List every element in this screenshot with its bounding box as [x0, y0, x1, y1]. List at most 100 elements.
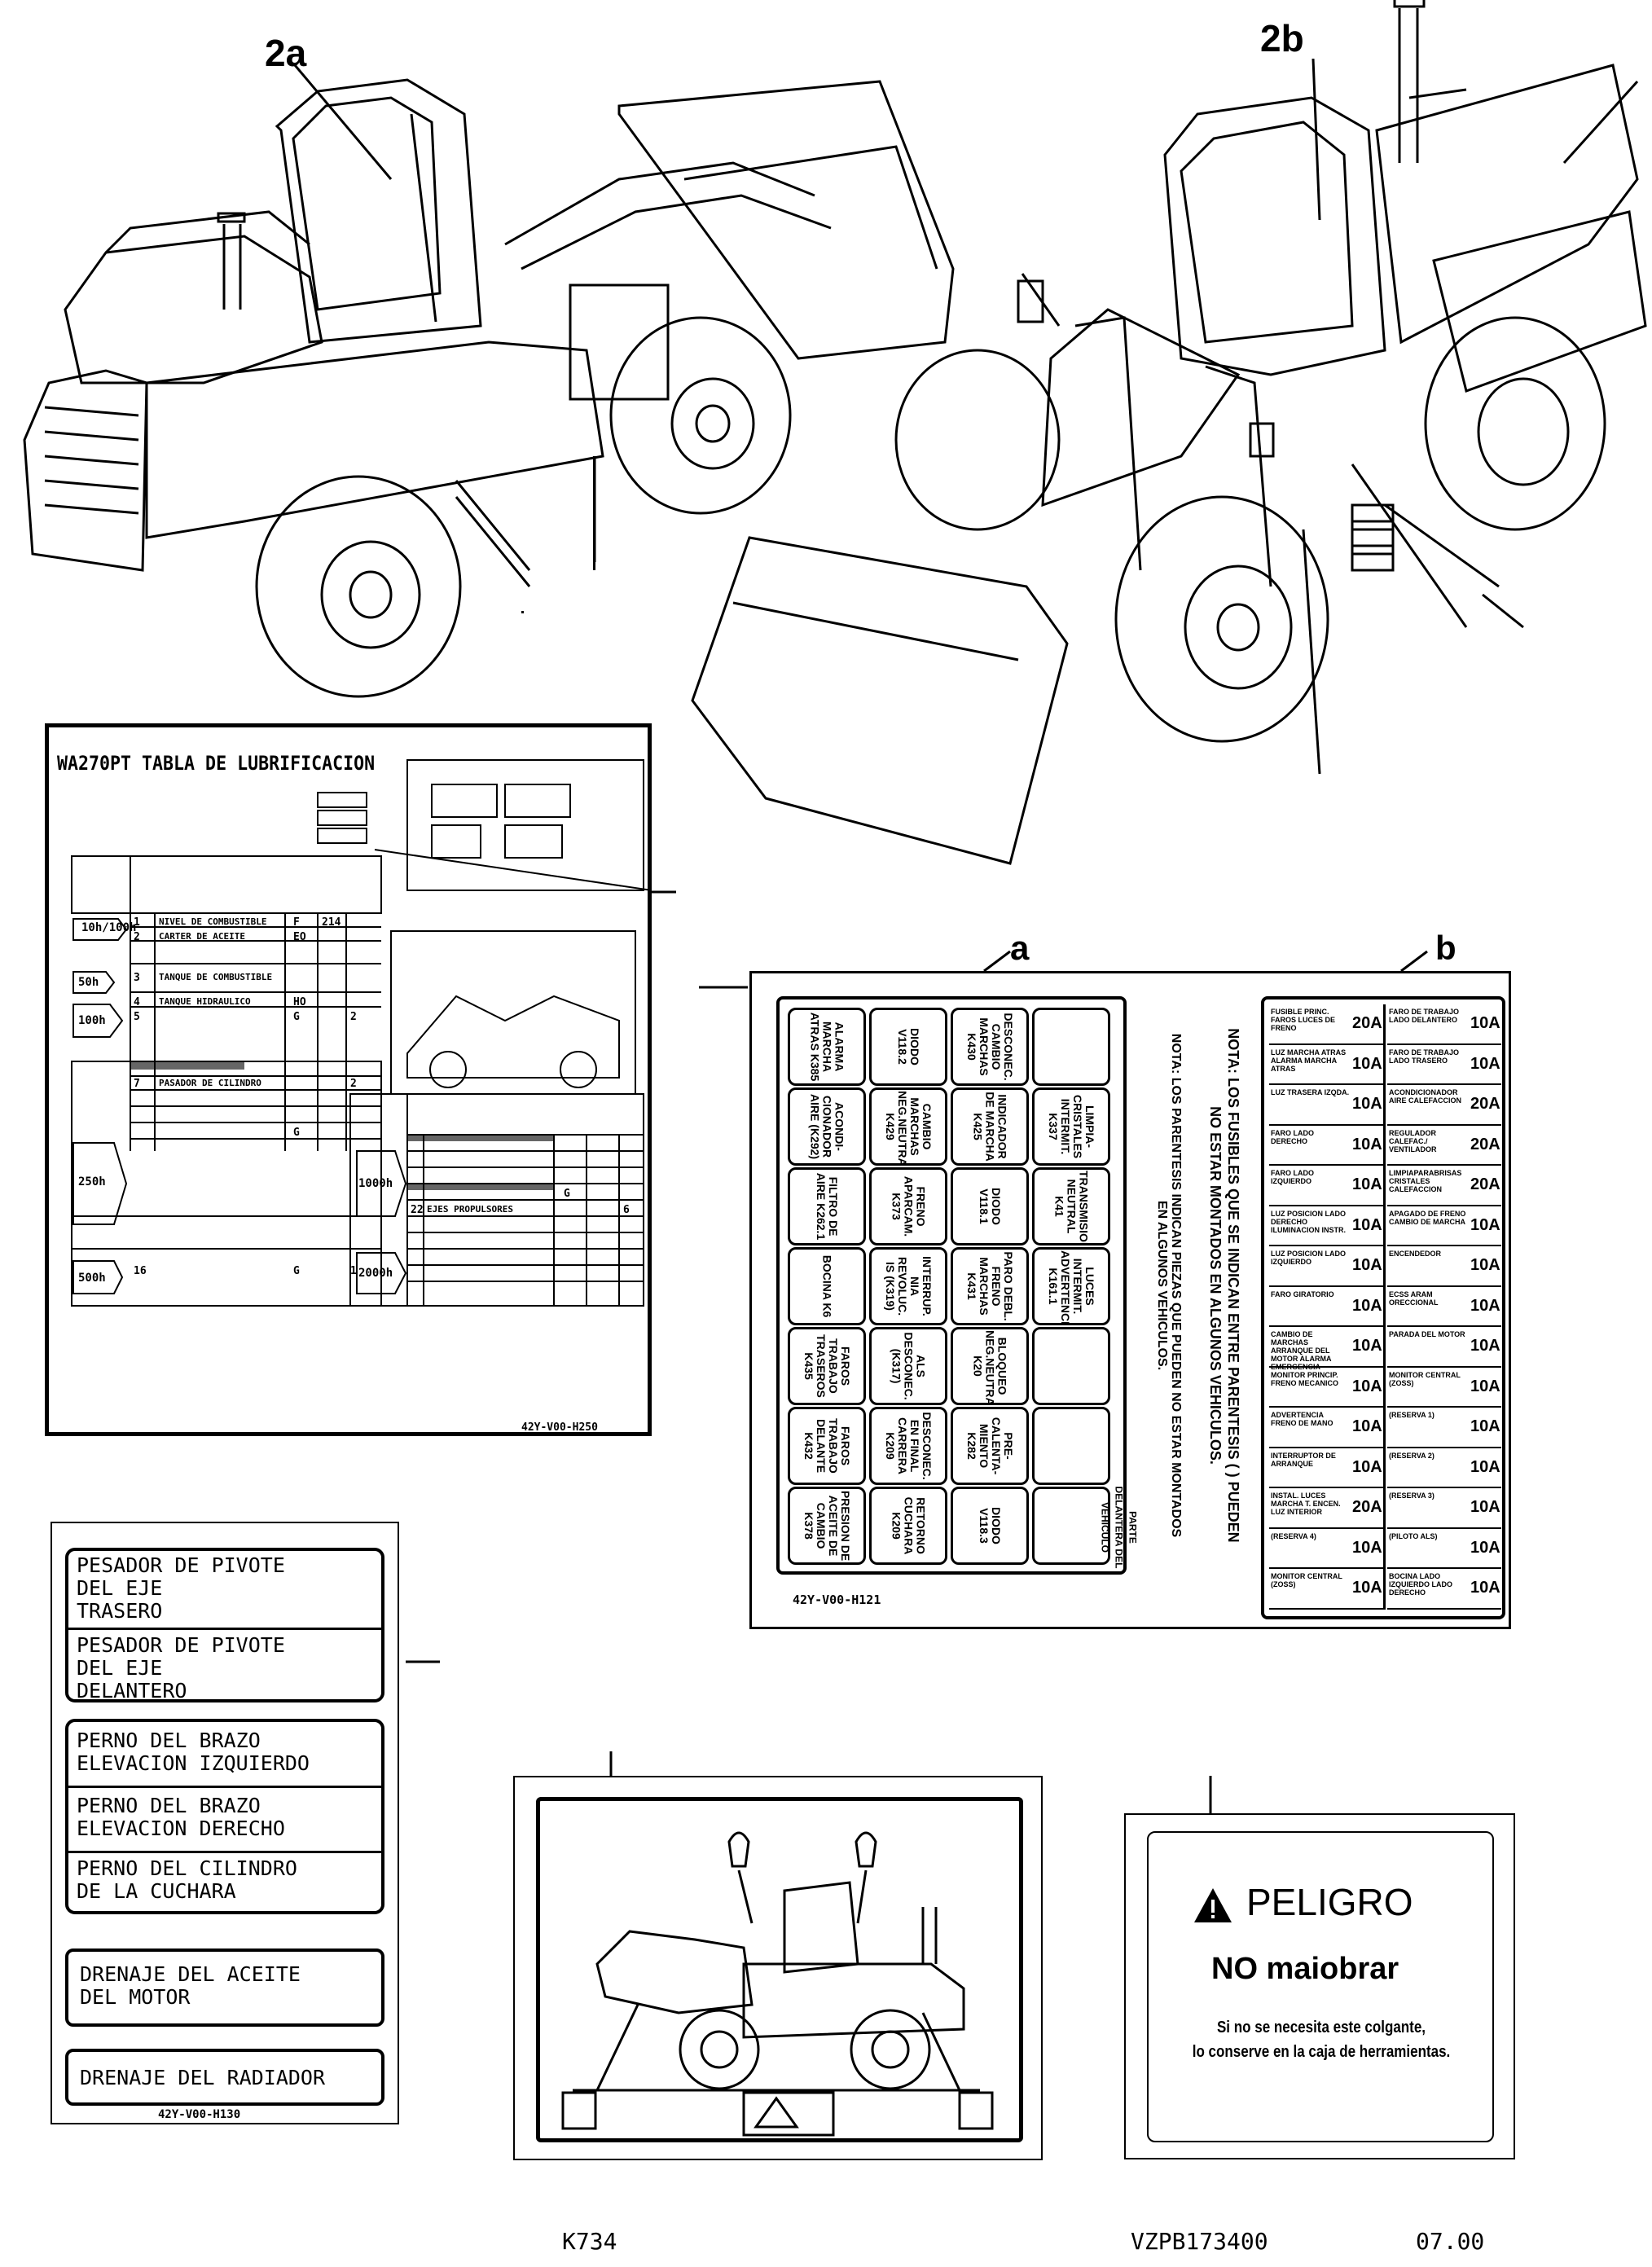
pin-plate-lift-arm-left: PERNO DEL BRAZO ELEVACION IZQUIERDO	[77, 1729, 310, 1775]
fuse-amperage: 10A	[1470, 1377, 1500, 1395]
relay-cell: FILTRO DE AIRE K262.1	[788, 1167, 866, 1246]
row-qty: 2	[350, 1011, 357, 1023]
danger-subtitle: NO maiobrar	[1211, 1952, 1399, 1986]
row-number: 3	[134, 972, 140, 984]
row-qty: 6	[623, 1204, 630, 1216]
relay-cell: LUCES INTERMIT. ADVERTENCIA K161.1	[1032, 1247, 1110, 1325]
interval-label: 50h	[78, 976, 99, 989]
fuse-amperage: 10A	[1352, 1175, 1382, 1193]
fuse-amperage: 10A	[1352, 1215, 1382, 1234]
relay-label: FILTRO DE AIRE K262.1	[815, 1172, 840, 1241]
relay-cell	[1032, 1327, 1110, 1405]
interval-label: 250h	[78, 1175, 106, 1188]
lift-point-decal	[536, 1797, 1023, 2142]
fuse-label: ENCENDEDOR	[1389, 1250, 1442, 1258]
relay-cell: DIODO V118.2	[869, 1008, 947, 1086]
fuse-label: ECSS ARAM ORECCIONAL	[1389, 1289, 1439, 1307]
pin-plate-bucket-cylinder: PERNO DEL CILINDRO DE LA CUCHARA	[77, 1856, 297, 1903]
fuse-row: CAMBIO DE MARCHAS ARRANQUE DEL MOTOR ALA…	[1269, 1327, 1386, 1371]
lube-chart-grid	[71, 759, 652, 1307]
fuse-row: FARO LADO IZQUIERDO 10A	[1269, 1166, 1386, 1206]
relay-cell: DIODO V118.1	[951, 1167, 1029, 1246]
fuse-panel-a-code: 42Y-V00-H121	[793, 1593, 881, 1607]
fuse-row: LUZ TRASERA IZQDA.10A	[1269, 1085, 1386, 1126]
footer-figure-number: K734	[562, 2228, 617, 2255]
relay-cell	[1032, 1008, 1110, 1086]
relay-cell: FRENO APARCAM. K373	[869, 1167, 947, 1246]
relay-label: LUCES INTERMIT. ADVERTENCIA K161.1	[1047, 1250, 1096, 1325]
danger-tag: PELIGRO NO maiobrar Si no se necesita es…	[1124, 1813, 1515, 2159]
relay-label: PRE- CALENTA- MIENTO K282	[965, 1417, 1015, 1475]
fuse-amperage: 20A	[1470, 1175, 1500, 1193]
callout-2a: 2a	[265, 32, 307, 74]
row-qty: 1	[350, 1265, 357, 1277]
fuse-label: LUZ POSICION LADO IZQUIERDO	[1271, 1250, 1346, 1266]
relay-cell: PARO DEBL. FRENO MARCHAS K431	[951, 1247, 1029, 1325]
row-number: 1	[134, 916, 140, 929]
fuse-label: LUZ POSICION LADO DERECHO ILUMINACION IN…	[1271, 1209, 1346, 1234]
fuse-label: ADVERTENCIA FRENO DE MANO	[1271, 1411, 1333, 1427]
fuse-panel-b-note: NOTA: LOS FUSIBLES QUE SE INDICAN ENTRE …	[1207, 1028, 1241, 1543]
fuse-label: FARO DE TRABAJO LADO DELANTERO	[1389, 1008, 1460, 1024]
fuse-row: (PILOTO ALS)10A	[1387, 1529, 1501, 1569]
plate-engine-oil-drain: DRENAJE DEL ACEITE DEL MOTOR	[65, 1948, 384, 2027]
fuse-amperage: 20A	[1470, 1095, 1500, 1113]
fuse-amperage: 10A	[1352, 1296, 1382, 1315]
danger-line-1: Si no se necesita este colgante,	[1216, 2019, 1426, 2036]
fuse-label: (RESERVA 1)	[1389, 1411, 1435, 1419]
fuse-label: FARO LADO IZQUIERDO	[1271, 1169, 1314, 1185]
relay-cell: DESCONEC. CAMBIO MARCHAS K430	[951, 1008, 1029, 1086]
fuse-amperage: 10A	[1470, 1498, 1500, 1516]
fuse-amperage: 20A	[1352, 1014, 1382, 1032]
fuse-label: CAMBIO DE MARCHAS ARRANQUE DEL MOTOR ALA…	[1271, 1330, 1332, 1371]
interval-label: 10h/100h	[81, 921, 137, 934]
relay-label: INTERRUP. NIA REVOLUC. IS (K319)	[884, 1256, 934, 1316]
relay-cell	[1032, 1487, 1110, 1565]
row-number: 7	[134, 1078, 140, 1090]
callout-2b: 2b	[1260, 17, 1304, 59]
relay-label: FAROS TRABAJO DELANTE K432	[802, 1418, 852, 1474]
fuse-amperage: 10A	[1352, 1095, 1382, 1113]
lube-chart-title: WA270PT TABLA DE LUBRIFICACION	[57, 752, 376, 775]
interval-label: 2000h	[358, 1267, 393, 1280]
relay-cell: LIMPIA- CRISTALES INTERMIT. K337	[1032, 1087, 1110, 1166]
fuse-amperage: 10A	[1352, 1377, 1382, 1395]
fuse-label: MONITOR CENTRAL (ZOSS)	[1271, 1572, 1342, 1588]
relay-cell: INTERRUP. NIA REVOLUC. IS (K319)	[869, 1247, 947, 1325]
fuse-row: FARO DE TRABAJO LADO DELANTERO 10A	[1387, 1004, 1501, 1045]
lift-point-diagram	[561, 1831, 994, 2137]
row-name: NIVEL DE COMBUSTIBLE	[159, 916, 267, 927]
fuse-label: (PILOTO ALS)	[1389, 1531, 1438, 1540]
relay-cell: TRANSMISION NEUTRAL K41	[1032, 1167, 1110, 1246]
relay-label: FRENO APARCAM. K373	[890, 1175, 928, 1237]
row-code: G	[293, 1265, 300, 1277]
callout-b: b	[1435, 929, 1456, 967]
fuse-label: LUZ MARCHA ATRAS ALARMA MARCHA ATRAS	[1271, 1048, 1347, 1073]
fuse-amperage: 10A	[1352, 1337, 1382, 1355]
danger-title: PELIGRO	[1246, 1881, 1413, 1923]
fuse-amperage: 10A	[1470, 1337, 1500, 1355]
relay-label: DESCONEC. CAMBIO MARCHAS K430	[965, 1013, 1015, 1081]
row-code: G	[564, 1188, 570, 1200]
relay-label: DIODO V118.2	[896, 1028, 921, 1065]
row-qty: 2	[350, 1078, 357, 1090]
pin-plate-rear-axle: PESADOR DE PIVOTE DEL EJE TRASERO	[77, 1553, 285, 1623]
relay-cell: PRESION DE ACEITE DE CAMBIO K378	[788, 1487, 866, 1565]
fuse-amperage: 10A	[1470, 1215, 1500, 1234]
relay-label: ACONDI- CIONADOR AIRE (K292)	[808, 1093, 846, 1160]
row-code: HO	[293, 996, 306, 1008]
relay-label: FAROS TRABAJO TRASEROS K435	[802, 1334, 852, 1398]
relay-label: ALARMA MARCHA ATRAS K385	[808, 1012, 846, 1082]
fuse-amperage: 10A	[1470, 1014, 1500, 1032]
fuse-panel-a-note: NOTA: LOS PARENTESIS INDICAN PIEZAS QUE …	[1155, 1033, 1183, 1538]
relay-cell: ACONDI- CIONADOR AIRE (K292)	[788, 1087, 866, 1166]
fuse-amperage: 10A	[1470, 1256, 1500, 1274]
